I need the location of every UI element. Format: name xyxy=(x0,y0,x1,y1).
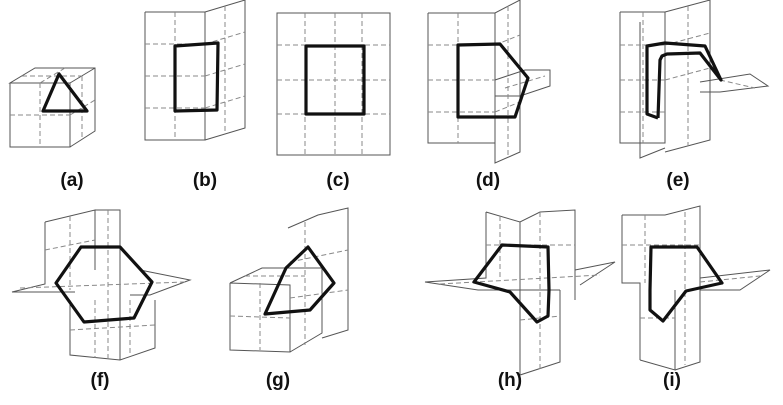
polygon-shape xyxy=(54,245,154,324)
panel-h: (h) xyxy=(424,209,616,391)
panel-d: (d) xyxy=(427,0,551,191)
polygon-shape xyxy=(648,245,724,323)
polygon-shape xyxy=(41,72,89,113)
panel-label: (i) xyxy=(663,370,681,391)
panel-label: (b) xyxy=(193,170,217,191)
polygon-shape xyxy=(472,243,551,324)
panel-label: (e) xyxy=(666,170,689,191)
panel-b: (b) xyxy=(144,0,246,191)
panel-label: (h) xyxy=(498,370,522,391)
panel-label: (c) xyxy=(326,170,349,191)
panel-i: (i) xyxy=(621,205,771,391)
panel-label: (g) xyxy=(266,370,290,391)
polygon-shape xyxy=(263,245,336,316)
panel-g: (g) xyxy=(229,207,349,391)
panel-label: (d) xyxy=(476,170,500,191)
panel-c: (c) xyxy=(276,12,391,191)
panel-f: (f) xyxy=(11,209,192,391)
polygon-shape xyxy=(456,42,530,119)
panel-label: (a) xyxy=(60,170,83,191)
panel-e: (e) xyxy=(619,0,770,191)
panel-label: (f) xyxy=(91,370,110,391)
polygon-shape xyxy=(645,41,723,120)
polygon-shape xyxy=(173,41,220,113)
panel-a: (a) xyxy=(8,67,96,191)
polygon-shape xyxy=(304,44,366,116)
